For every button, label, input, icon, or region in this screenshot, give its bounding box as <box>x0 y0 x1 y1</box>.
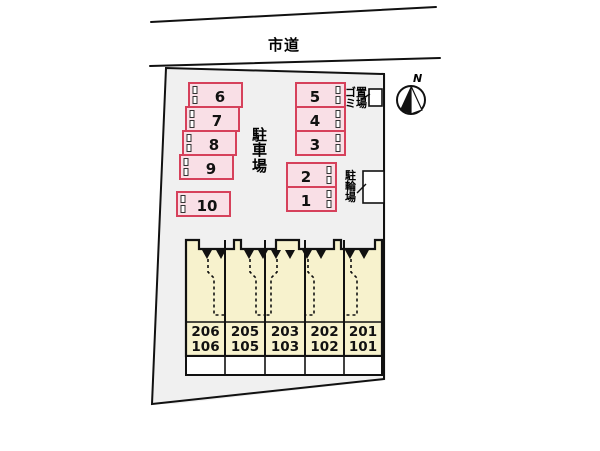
wheel-stop-mark <box>326 176 332 184</box>
unit-upper-number: 203 <box>270 324 300 340</box>
garbage-area-label: 置 場 ゴ ミ <box>345 86 367 111</box>
parking-stall-4[interactable] <box>295 106 346 132</box>
wheel-stop-mark <box>326 200 332 208</box>
wheel-stop-mark <box>186 134 192 142</box>
stair-dashed-lines <box>207 259 358 316</box>
wheel-stop-mark <box>180 205 186 213</box>
entrance-arrow-markers <box>202 250 369 259</box>
garbage-label-char: 置 <box>356 86 367 99</box>
bicycle-parking-label: 駐 輪 場 <box>345 170 356 204</box>
unit-lower-number: 103 <box>270 339 300 356</box>
wheel-stop-mark <box>180 195 186 203</box>
wheel-stop-mark <box>335 120 341 128</box>
wheel-stop-mark <box>326 166 332 174</box>
parking-stall-10[interactable] <box>176 191 231 217</box>
garbage-area-box[interactable] <box>368 88 383 107</box>
unit-upper-number: 202 <box>310 324 339 340</box>
parking-stall-label-4: 4 <box>309 112 321 130</box>
garbage-area-label-col-1: ゴ ミ <box>345 86 356 111</box>
garbage-label-char: ゴ <box>345 86 356 99</box>
parking-stall-7[interactable] <box>185 106 240 132</box>
unit-upper-number: 205 <box>230 324 260 340</box>
parking-stall-8[interactable] <box>182 130 237 156</box>
wheel-stop-mark <box>335 134 341 142</box>
wheel-stop-mark <box>192 96 198 104</box>
building-unit-202-102[interactable]: 202 102 <box>305 324 344 356</box>
parking-stall-label-2: 2 <box>300 168 312 186</box>
bicycle-parking-box[interactable] <box>362 170 385 204</box>
building-outline <box>184 238 384 358</box>
parking-area-label-char-2: 車 <box>252 141 268 160</box>
bicycle-label-char: 場 <box>345 191 356 205</box>
road-lower-edge <box>149 57 441 67</box>
building-unit-206-106[interactable]: 206 106 <box>186 324 225 356</box>
wheel-stop-mark <box>335 96 341 104</box>
wheel-stop-mark <box>189 110 195 118</box>
parking-stall-label-9: 9 <box>205 160 217 178</box>
parking-stall-9[interactable] <box>179 154 234 180</box>
unit-upper-number: 201 <box>348 324 378 340</box>
wheel-stop-mark <box>189 120 195 128</box>
parking-stall-label-6: 6 <box>214 88 226 106</box>
parking-stall-label-7: 7 <box>211 112 223 130</box>
apartment-building <box>184 238 384 376</box>
parking-stall-label-1: 1 <box>300 192 312 210</box>
building-unit-205-105[interactable]: 205 105 <box>225 324 265 356</box>
parking-stall-group-left <box>176 82 243 217</box>
building-balcony-strip <box>185 355 383 376</box>
wheel-stop-mark <box>183 168 189 176</box>
wheel-stop-mark <box>192 86 198 94</box>
building-unit-201-101[interactable]: 201 101 <box>344 324 382 356</box>
parking-area-label-char-3: 場 <box>252 156 268 175</box>
parking-stall-label-10: 10 <box>196 197 218 215</box>
garbage-label-char: ミ <box>345 97 356 111</box>
bicycle-label-char: 駐 <box>345 169 356 182</box>
parking-stall-3[interactable] <box>295 130 346 156</box>
garbage-area-label-col-2: 置 場 <box>356 86 367 111</box>
unit-lower-number: 102 <box>310 339 339 356</box>
wheel-stop-mark <box>326 190 332 198</box>
bicycle-parking-leader <box>356 183 367 194</box>
parking-area-label: 駐 車 場 <box>252 126 268 175</box>
wheel-stop-mark <box>335 144 341 152</box>
compass-rose <box>396 85 426 115</box>
parking-area-label-char-1: 駐 <box>252 126 268 144</box>
garbage-area-leader <box>361 93 371 100</box>
wheel-stop-mark <box>335 86 341 94</box>
garbage-label-char: 場 <box>356 97 367 111</box>
wheel-stop-mark <box>186 144 192 152</box>
bicycle-label-char: 輪 <box>345 180 356 194</box>
wheel-stop-mark <box>183 158 189 166</box>
parking-stall-1[interactable] <box>286 186 337 212</box>
compass-north-label: N <box>413 72 423 85</box>
road-upper-edge <box>150 6 437 23</box>
unit-upper-number: 206 <box>191 324 220 340</box>
unit-lower-number: 106 <box>191 339 220 356</box>
unit-lower-number: 101 <box>348 339 378 356</box>
parking-stall-group-right <box>286 82 346 212</box>
road-label: 市道 <box>268 36 301 54</box>
parking-stall-label-5: 5 <box>309 88 321 106</box>
wheel-stop-mark <box>335 110 341 118</box>
unit-lower-number: 105 <box>230 339 260 356</box>
parking-stall-2[interactable] <box>286 162 337 188</box>
parking-stall-label-8: 8 <box>208 136 220 154</box>
building-unit-203-103[interactable]: 203 103 <box>265 324 305 356</box>
parking-stall-label-3: 3 <box>309 136 321 154</box>
